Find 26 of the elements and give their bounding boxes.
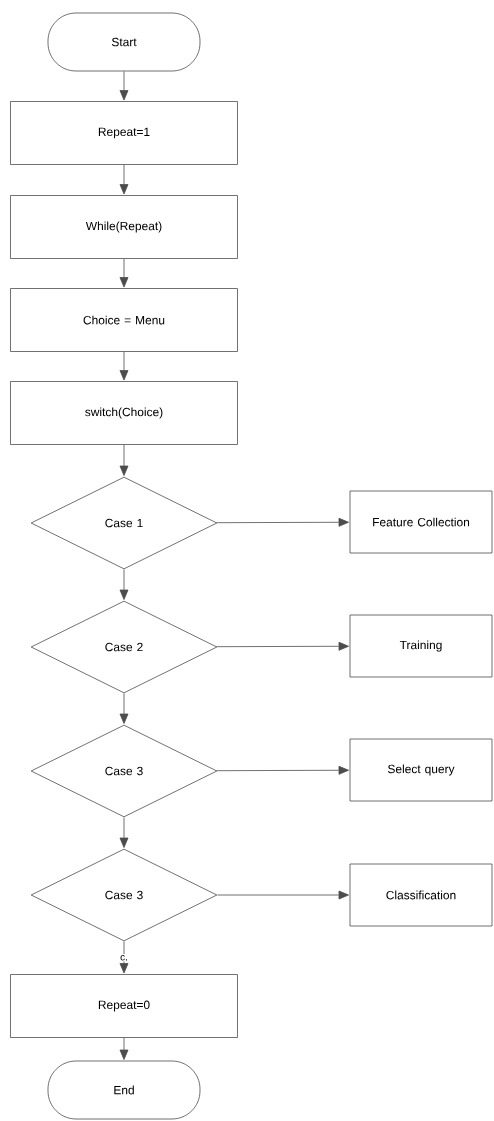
arrow [217, 890, 349, 900]
arrow [119, 817, 129, 848]
arrow [119, 164, 129, 195]
arrow [119, 351, 129, 381]
arrow [119, 444, 129, 476]
process-box: switch(Choice) [10, 381, 238, 445]
terminal: End [47, 1060, 201, 1120]
process-box: Repeat=0 [10, 974, 238, 1038]
process-box: Training [349, 614, 493, 678]
process-box: Choice = Menu [10, 288, 238, 352]
process-box: While(Repeat) [10, 195, 238, 259]
process-box: Repeat=1 [10, 101, 238, 165]
process-box: Classification [349, 863, 493, 927]
edge-label: c. [119, 954, 129, 962]
arrow [119, 258, 129, 288]
arrow [119, 1037, 129, 1060]
terminal: Start [47, 12, 201, 72]
arrow [216, 641, 349, 651]
arrow [216, 517, 349, 527]
arrow [119, 693, 129, 724]
arrow [119, 569, 129, 600]
process-box: Feature Collection [349, 490, 493, 554]
arrow [119, 941, 129, 974]
arrow [216, 765, 349, 775]
arrow [119, 71, 129, 101]
process-box: Select query [349, 738, 493, 802]
